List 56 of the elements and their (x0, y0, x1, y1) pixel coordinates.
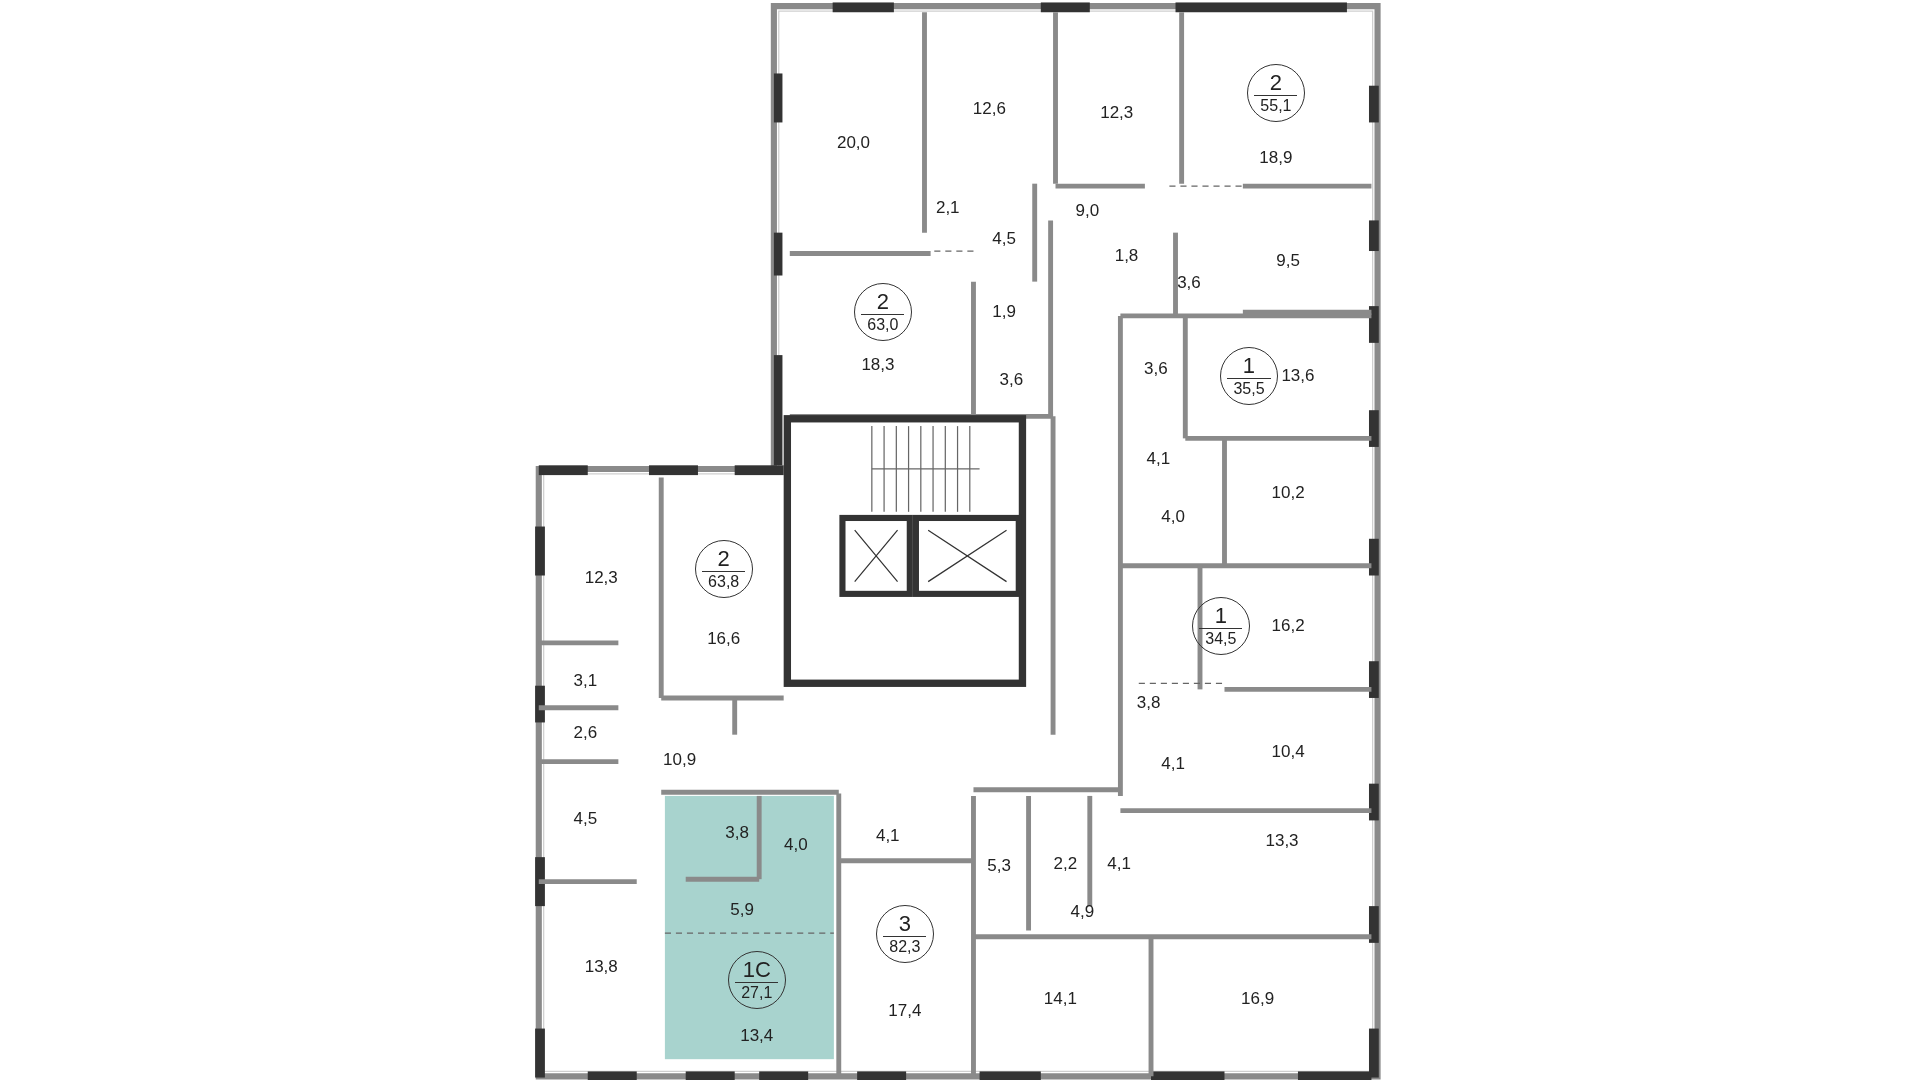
room-count-label: 3 (898, 912, 911, 937)
room-count-label: 2 (717, 547, 730, 572)
room-area-label: 10,9 (663, 750, 697, 771)
room-area-label: 9,0 (1075, 200, 1100, 221)
room-area-label: 4,5 (992, 228, 1016, 249)
room-area-label: 1,8 (1114, 245, 1139, 266)
room-area-label: 12,6 (972, 98, 1006, 119)
room-area-label: 4,1 (875, 826, 900, 847)
room-area-label: 10,4 (1271, 741, 1305, 762)
apartment-area-label: 55,1 (1254, 95, 1298, 116)
room-area-label: 18,9 (1259, 147, 1293, 168)
apartment-area-label: 35,5 (1227, 377, 1271, 398)
room-area-label: 4,1 (1161, 754, 1185, 775)
room-area-label: 13,8 (584, 957, 618, 978)
room-area-label: 16,2 (1271, 615, 1305, 636)
room-area-label: 5,3 (987, 855, 1011, 876)
room-area-label: 3,6 (999, 369, 1024, 390)
apartment-area-label: 63,8 (702, 571, 746, 592)
room-area-label: 4,5 (573, 809, 598, 830)
room-area-label: 3,6 (1177, 272, 1201, 293)
room-area-label: 13,3 (1265, 831, 1299, 852)
room-area-label: 4,0 (784, 834, 808, 855)
room-area-label: 3,8 (1136, 692, 1161, 713)
room-area-label: 2,6 (573, 723, 598, 744)
room-area-label: 4,1 (1107, 854, 1131, 875)
room-area-label: 3,8 (725, 822, 749, 843)
room-area-label: 20,0 (836, 133, 870, 154)
room-area-label: 14,1 (1043, 989, 1077, 1010)
room-area-label: 9,5 (1276, 250, 1300, 271)
room-area-label: 12,3 (1100, 102, 1134, 123)
room-count-label: 1С (742, 957, 771, 982)
apartment-area-label: 63,0 (861, 314, 905, 335)
room-area-label: 18,3 (861, 354, 895, 375)
room-area-label: 10,2 (1271, 483, 1305, 504)
room-area-label: 2,1 (935, 198, 960, 219)
room-count-label: 1 (1242, 353, 1256, 378)
room-area-label: 4,1 (1146, 449, 1171, 470)
room-count-label: 2 (1269, 71, 1283, 96)
apartment-area-label: 34,5 (1199, 627, 1243, 648)
room-area-label: 17,4 (888, 1001, 922, 1022)
room-area-label: 16,6 (707, 629, 741, 650)
room-area-label: 2,2 (1053, 854, 1078, 875)
room-area-label: 12,3 (584, 567, 618, 588)
apartment-area-label: 27,1 (735, 981, 779, 1002)
room-area-label: 5,9 (730, 899, 754, 920)
room-count-label: 1 (1214, 603, 1227, 628)
room-area-label: 4,0 (1161, 506, 1185, 527)
room-area-label: 4,9 (1070, 902, 1095, 923)
room-area-label: 3,1 (573, 670, 598, 691)
room-area-label: 13,4 (740, 1025, 774, 1046)
room-count-label: 2 (876, 290, 889, 315)
room-area-label: 3,6 (1144, 358, 1168, 379)
room-area-label: 1,9 (992, 302, 1016, 323)
room-area-label: 13,6 (1281, 365, 1315, 386)
room-area-label: 16,9 (1241, 989, 1275, 1010)
apartment-area-label: 82,3 (883, 936, 927, 957)
